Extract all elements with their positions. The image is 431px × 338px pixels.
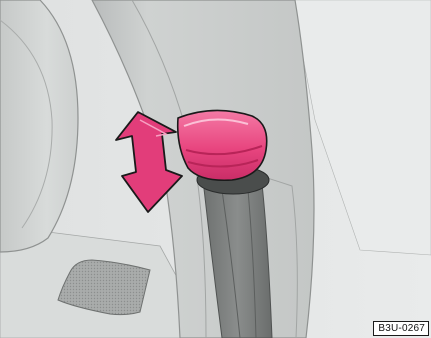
belt-height-adjuster-button[interactable] xyxy=(178,110,267,180)
figure-reference-code: B3U-0267 xyxy=(373,321,429,336)
